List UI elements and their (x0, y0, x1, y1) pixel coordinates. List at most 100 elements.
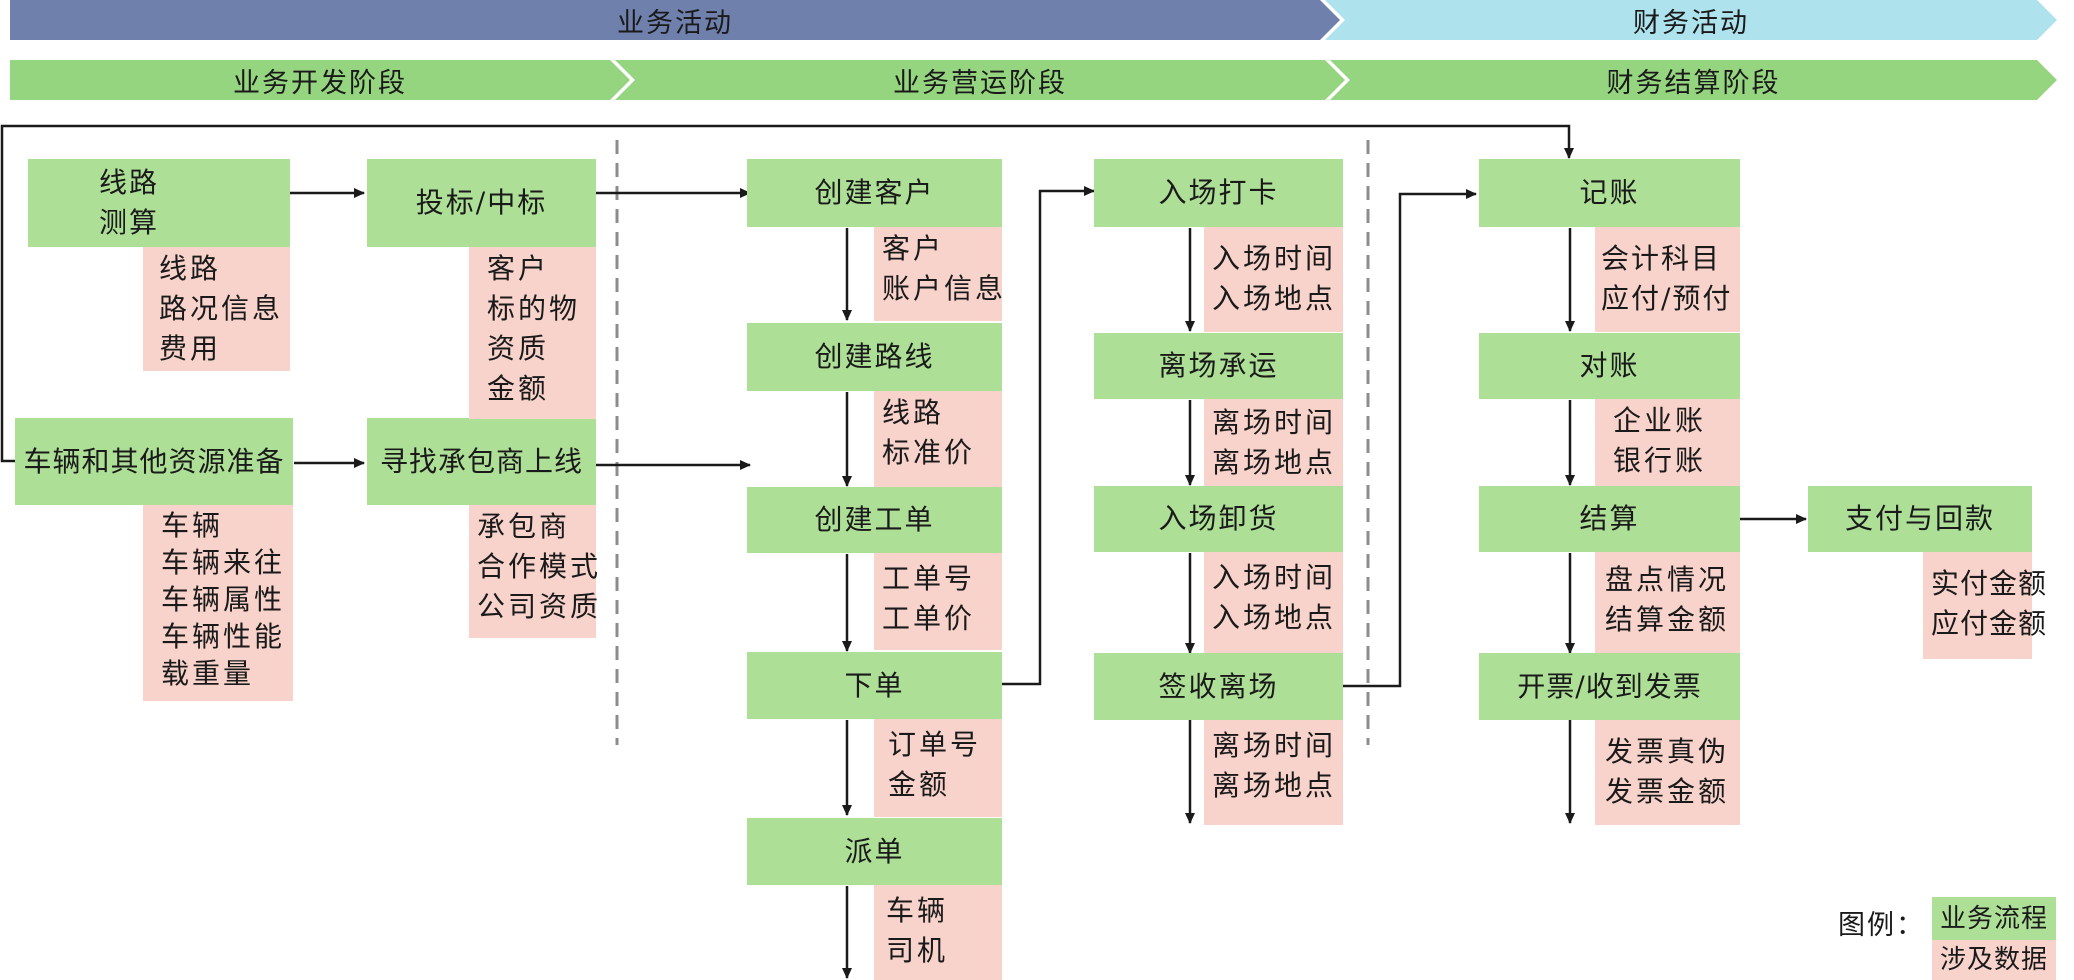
process-create-customer: 创建客户 (747, 159, 1002, 227)
data-vehicle-prep-item: 车辆来往 (161, 546, 286, 579)
data-settle: 盘点情况 结算金额 (1595, 552, 1740, 653)
data-exit-transport-item: 离场地点 (1212, 446, 1337, 479)
data-route-calc-item: 费用 (159, 332, 222, 365)
process-create-workorder: 创建工单 (747, 487, 1002, 553)
data-payment-item: 应付金额 (1931, 607, 2048, 640)
data-find-contractor-item: 合作模式 (477, 550, 602, 583)
connector-order-to-checkin (1002, 186, 1095, 686)
process-payment-label: 支付与回款 (1844, 502, 1995, 535)
data-create-workorder-item: 工单号 (882, 562, 976, 595)
data-reconcile-item: 银行账 (1613, 444, 1707, 477)
process-find-contractor: 寻找承包商上线 (367, 418, 596, 505)
data-exit-transport-item: 离场时间 (1212, 406, 1337, 439)
data-exit-transport: 离场时间 离场地点 (1204, 399, 1343, 486)
data-entry-checkin-item: 入场地点 (1212, 282, 1337, 315)
data-sign-exit: 离场时间 离场地点 (1204, 720, 1343, 825)
process-place-order: 下单 (747, 652, 1002, 719)
data-entry-unload-item: 入场时间 (1212, 561, 1337, 594)
data-invoice-item: 发票真伪 (1605, 735, 1730, 768)
process-reconcile-label: 对账 (1579, 349, 1640, 382)
process-bidding-label: 投标/中标 (415, 186, 548, 219)
data-place-order-item: 订单号 (888, 728, 982, 761)
business-activity-label: 业务活动 (617, 7, 733, 39)
process-dispatch: 派单 (747, 818, 1002, 885)
data-entry-unload: 入场时间 入场地点 (1204, 552, 1343, 653)
data-entry-checkin-item: 入场时间 (1212, 242, 1337, 275)
process-create-customer-label: 创建客户 (814, 176, 935, 209)
data-payment: 实付金额 应付金额 (1923, 552, 2048, 659)
data-vehicle-prep-item: 载重量 (161, 657, 255, 690)
process-route-calc-line2: 测算 (98, 206, 159, 239)
process-settle-label: 结算 (1579, 502, 1640, 535)
data-bidding-item: 标的物 (487, 292, 581, 325)
data-invoice-item: 发票金额 (1605, 775, 1730, 808)
data-create-route-item: 标准价 (882, 436, 976, 469)
process-vehicle-prep-label: 车辆和其他资源准备 (23, 444, 285, 478)
data-entry-checkin: 入场时间 入场地点 (1204, 227, 1343, 332)
data-vehicle-prep-item: 车辆 (161, 509, 224, 542)
legend-process-label: 业务流程 (1939, 903, 2048, 934)
process-bookkeeping: 记账 (1479, 159, 1740, 227)
process-payment: 支付与回款 (1808, 486, 2032, 552)
data-bidding-item: 客户 (487, 252, 550, 285)
stage-development-label: 业务开发阶段 (233, 67, 407, 99)
data-create-customer-item: 账户信息 (882, 272, 1007, 305)
data-route-calc-item: 路况信息 (159, 292, 284, 325)
stage-operation-banner: 业务营运阶段 (615, 60, 1345, 100)
process-settle: 结算 (1479, 486, 1740, 552)
data-settle-item: 结算金额 (1605, 603, 1730, 636)
connector-vehicle-to-bookkeeping (0, 124, 1574, 463)
process-place-order-label: 下单 (844, 668, 905, 702)
data-entry-unload-item: 入场地点 (1212, 601, 1337, 634)
data-route-calc-item: 线路 (159, 252, 222, 285)
data-sign-exit-item: 离场地点 (1212, 769, 1337, 802)
data-payment-item: 实付金额 (1931, 567, 2048, 600)
process-exit-transport-label: 离场承运 (1158, 349, 1279, 382)
process-entry-unload: 入场卸货 (1094, 486, 1343, 552)
process-invoice-label: 开票/收到发票 (1517, 669, 1702, 703)
data-vehicle-prep-item: 车辆性能 (161, 620, 286, 653)
process-entry-checkin: 入场打卡 (1094, 159, 1343, 227)
data-reconcile-item: 企业账 (1613, 404, 1707, 437)
stage-settlement-label: 财务结算阶段 (1606, 67, 1781, 99)
finance-activity-banner: 财务活动 (1325, 0, 2057, 40)
process-bookkeeping-label: 记账 (1579, 176, 1640, 209)
data-dispatch: 车辆 司机 (874, 885, 1002, 980)
process-reconcile: 对账 (1479, 333, 1740, 399)
process-entry-checkin-label: 入场打卡 (1158, 176, 1279, 209)
legend-data-label: 涉及数据 (1939, 945, 2048, 975)
process-bidding: 投标/中标 (367, 159, 596, 247)
data-vehicle-prep-item: 车辆属性 (161, 583, 286, 616)
legend-data-swatch: 涉及数据 (1932, 940, 2056, 980)
process-route-calc-line1: 线路 (98, 166, 159, 199)
data-place-order-item: 金额 (888, 768, 951, 801)
legend-process-swatch: 业务流程 (1932, 897, 2056, 940)
data-find-contractor-item: 承包商 (477, 510, 571, 543)
connector-sign-to-bookkeeping (1343, 189, 1477, 688)
data-create-customer-item: 客户 (882, 232, 945, 265)
process-sign-exit: 签收离场 (1094, 653, 1343, 720)
data-create-route-item: 线路 (882, 396, 945, 429)
data-route-calc: 线路 路况信息 费用 (143, 247, 290, 371)
process-route-calc: 线路 测算 (28, 159, 290, 247)
data-bidding-item: 金额 (487, 372, 550, 405)
data-place-order: 订单号 金额 (874, 719, 1002, 817)
data-create-workorder: 工单号 工单价 (874, 553, 1002, 650)
data-dispatch-item: 司机 (886, 934, 949, 967)
process-find-contractor-label: 寻找承包商上线 (379, 444, 583, 478)
business-activity-banner: 业务活动 (10, 0, 1340, 40)
stage-operation-label: 业务营运阶段 (893, 67, 1067, 99)
data-vehicle-prep: 车辆 车辆来往 车辆属性 车辆性能 载重量 (143, 505, 293, 701)
data-dispatch-item: 车辆 (886, 894, 949, 927)
data-create-route: 线路 标准价 (874, 391, 1002, 487)
data-bidding: 客户 标的物 资质 金额 (469, 247, 596, 419)
process-vehicle-prep: 车辆和其他资源准备 (15, 418, 293, 505)
process-create-route: 创建路线 (747, 323, 1002, 391)
process-create-workorder-label: 创建工单 (814, 503, 935, 536)
process-exit-transport: 离场承运 (1094, 333, 1343, 399)
data-settle-item: 盘点情况 (1605, 563, 1730, 596)
legend-title: 图例： (1838, 910, 1925, 941)
data-bookkeeping: 会计科目 应付/预付 (1595, 227, 1740, 332)
process-invoice: 开票/收到发票 (1479, 653, 1740, 720)
